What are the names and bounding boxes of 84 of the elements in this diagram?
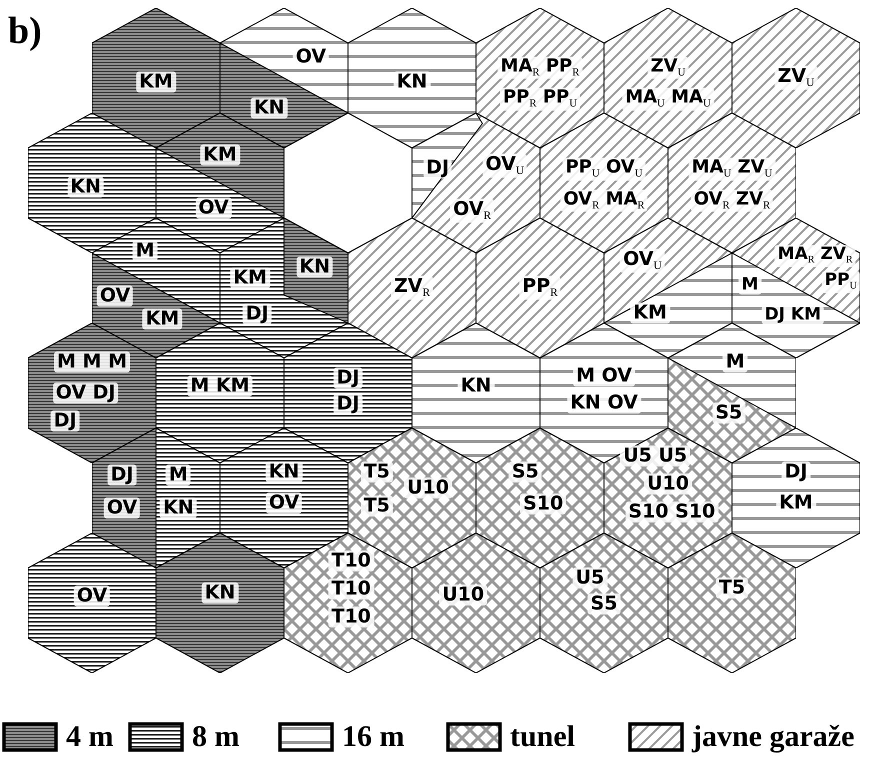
cell-label: OV — [266, 492, 302, 514]
cell-label: U10 — [404, 478, 452, 499]
cell-label: MA$_{R}$ PP$_{R}$ — [498, 56, 582, 79]
panel-label: b) — [8, 12, 42, 50]
cell-label: PP$_{U}$ OV$_{U}$ — [562, 158, 646, 180]
hex-cell — [156, 533, 284, 673]
cell-label: PP$_{R}$ — [519, 276, 561, 300]
cell-label: OV — [104, 497, 140, 518]
cell-label: T10 — [328, 606, 374, 628]
legend-label: 4 m — [66, 722, 114, 752]
cell-label: M — [722, 351, 748, 372]
hex-cell — [348, 218, 476, 358]
cell-label: U10 — [644, 474, 692, 494]
cell-label: DJ — [108, 464, 136, 486]
cell-label: OV$_{U}$ — [482, 153, 528, 178]
cell-label: DJ — [782, 462, 810, 483]
cell-label: OV$_{R}$ MA$_{R}$ — [560, 189, 648, 212]
cell-label: KM — [142, 308, 182, 330]
cell-label: KN — [296, 256, 334, 278]
cell-label: MA$_{R}$ ZV$_{R}$ — [774, 244, 856, 267]
cell-label: U10 — [439, 584, 488, 606]
cell-label: KN — [250, 98, 288, 119]
cell-label: PP$_{R}$ PP$_{U}$ — [500, 88, 580, 110]
cell-label: U5 — [572, 567, 608, 588]
hex-cell — [284, 533, 412, 673]
cell-label: OV DJ — [52, 382, 118, 404]
hex-cell — [92, 8, 220, 148]
cell-label: S5 — [712, 402, 746, 424]
cell-label: M — [738, 275, 762, 294]
cell-label: T10 — [328, 550, 374, 572]
cell-label: T5 — [716, 577, 748, 598]
cell-label: KM — [200, 144, 240, 166]
cell-label: OV — [195, 198, 232, 219]
cell-label: U5 U5 — [620, 446, 690, 466]
cell-label: S10 S10 — [625, 502, 718, 522]
cell-label: T10 — [328, 578, 374, 600]
cell-label: DJ — [50, 410, 80, 432]
cell-label: MA$_{U}$ ZV$_{U}$ — [688, 158, 776, 180]
cell-label: OV$_{U}$ — [620, 248, 665, 273]
cell-label: KN — [266, 462, 302, 483]
cell-label: T5 — [360, 462, 393, 483]
cell-label: ZV$_{U}$ — [774, 66, 818, 90]
cell-label: T5 — [360, 495, 393, 516]
cell-label: DJ — [334, 393, 362, 414]
cell-label: KM — [630, 302, 670, 323]
cell-label: KN OV — [567, 392, 641, 414]
cell-label: OV$_{R}$ ZV$_{R}$ — [690, 189, 774, 212]
cell-label: ZV$_{U}$ — [648, 56, 688, 79]
cell-label: DJ — [334, 367, 362, 388]
cell-label: DJ — [423, 157, 452, 178]
cell-label: KN — [202, 582, 238, 603]
hex-cell — [28, 323, 156, 463]
cell-label: MA$_{U}$ MA$_{U}$ — [622, 88, 714, 110]
cell-label: KN — [67, 176, 104, 197]
cell-label: DJ — [242, 303, 272, 324]
cell-label: S10 — [520, 493, 566, 514]
legend-label: 16 m — [342, 722, 404, 752]
hex-cell — [668, 533, 796, 673]
cell-label: S5 — [508, 462, 542, 483]
cell-label: OV — [96, 286, 134, 307]
hex-cell — [28, 533, 156, 673]
legend-label: 8 m — [192, 722, 240, 752]
hex-cell — [284, 113, 412, 253]
cell-label: M — [166, 464, 191, 486]
cell-label: KM — [230, 267, 270, 288]
hex-cell — [476, 218, 604, 358]
cell-label: OV — [74, 586, 110, 606]
cell-label: ZV$_{R}$ — [390, 276, 434, 300]
cell-label: KN — [160, 497, 197, 518]
cell-label: M OV — [573, 365, 635, 386]
hex-cell — [412, 323, 540, 463]
hex-cell — [540, 533, 668, 673]
cell-label: S5 — [588, 594, 620, 615]
cell-label: M M M — [54, 352, 130, 373]
cell-label: PP$_{U}$ — [822, 272, 860, 294]
cell-label: M — [132, 240, 158, 262]
cell-label: M KM — [187, 376, 253, 396]
cell-label: DJ KM — [762, 305, 824, 324]
hex-cell — [412, 533, 540, 673]
legend-label: tunel — [510, 722, 576, 752]
hex-cell — [732, 8, 860, 148]
legend-label: javne garaže — [692, 722, 854, 752]
hex-cell — [732, 428, 860, 568]
cell-label: KM — [136, 71, 176, 92]
